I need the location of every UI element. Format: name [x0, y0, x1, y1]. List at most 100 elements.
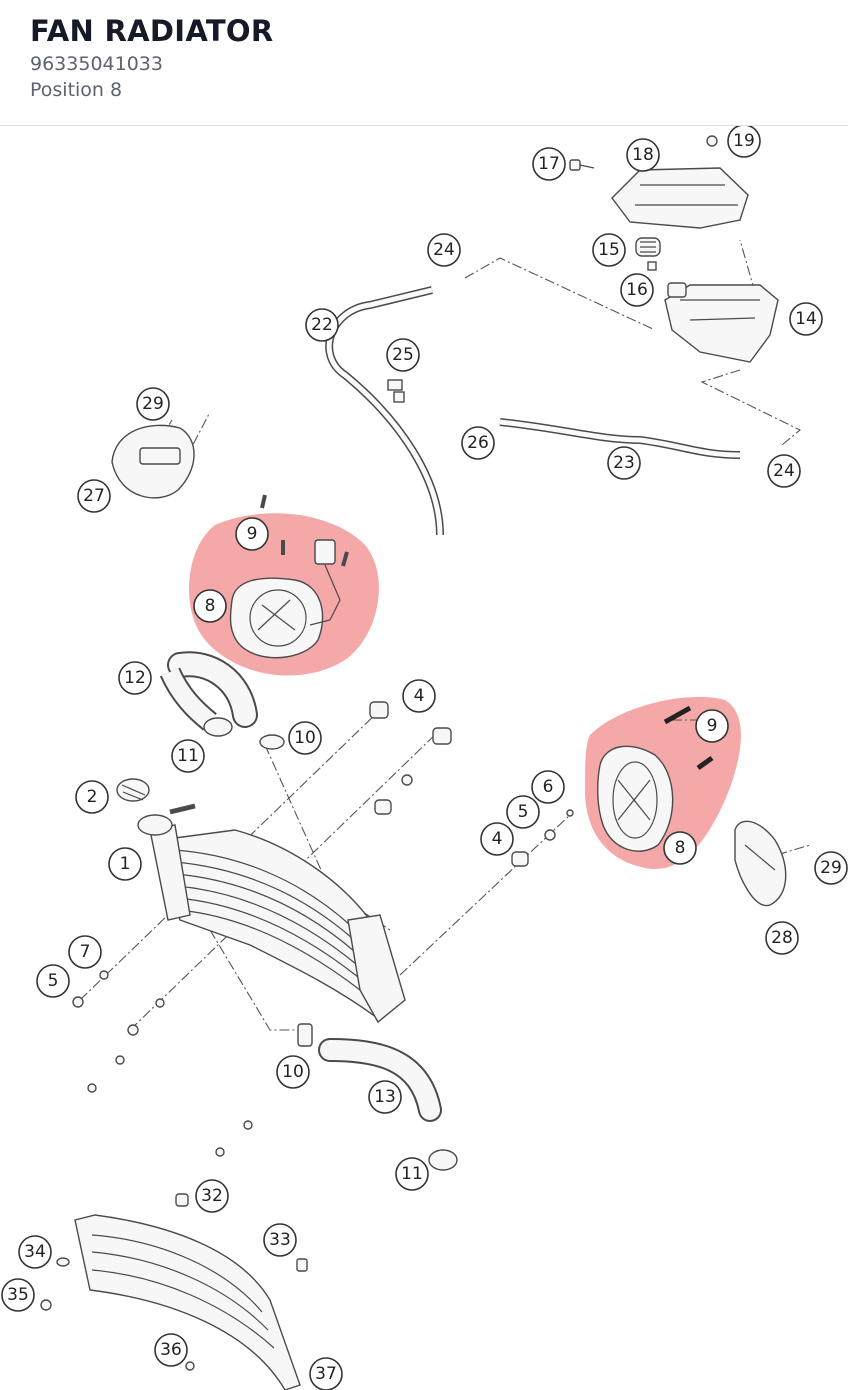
radiator-guard-grille — [40, 1193, 308, 1390]
svg-text:1: 1 — [120, 854, 131, 874]
callout-10b[interactable]: 10 — [276, 1055, 310, 1089]
callout-35[interactable]: 35 — [1, 1278, 35, 1312]
callout-10a[interactable]: 10 — [288, 721, 322, 755]
fan-screws-left — [260, 494, 349, 567]
callout-29b[interactable]: 29 — [814, 851, 848, 885]
callout-2[interactable]: 2 — [75, 780, 109, 814]
position-label: Position 8 — [30, 79, 123, 101]
svg-text:19: 19 — [733, 131, 755, 151]
callout-29a[interactable]: 29 — [136, 387, 170, 421]
svg-text:4: 4 — [414, 686, 425, 706]
callout-24b[interactable]: 24 — [767, 454, 801, 488]
callout-1[interactable]: 1 — [108, 847, 142, 881]
callout-14[interactable]: 14 — [789, 302, 823, 336]
callout-8b[interactable]: 8 — [663, 831, 697, 865]
callout-34[interactable]: 34 — [18, 1235, 52, 1269]
callout-18[interactable]: 18 — [626, 138, 660, 172]
hose-clip-10-lower — [297, 1023, 313, 1047]
svg-text:28: 28 — [771, 928, 793, 948]
svg-text:33: 33 — [269, 1230, 291, 1250]
callout-11a[interactable]: 11 — [171, 739, 205, 773]
callout-33[interactable]: 33 — [263, 1223, 297, 1257]
callout-15[interactable]: 15 — [592, 233, 626, 267]
callout-26[interactable]: 26 — [461, 426, 495, 460]
svg-text:4: 4 — [492, 829, 503, 849]
svg-text:34: 34 — [24, 1242, 46, 1262]
callout-4b[interactable]: 4 — [480, 822, 514, 856]
callout-37[interactable]: 37 — [309, 1357, 343, 1390]
callout-16[interactable]: 16 — [620, 273, 654, 307]
svg-text:9: 9 — [707, 716, 718, 736]
svg-text:16: 16 — [626, 280, 648, 300]
callout-5a[interactable]: 5 — [506, 795, 540, 829]
bolt-17 — [569, 159, 595, 171]
svg-text:11: 11 — [401, 1164, 423, 1184]
fan-cover-right — [734, 820, 787, 907]
callout-5b[interactable]: 5 — [36, 964, 70, 998]
svg-text:37: 37 — [315, 1364, 337, 1384]
fan-screws-right — [663, 705, 714, 771]
radiator-cap — [116, 778, 150, 802]
svg-text:29: 29 — [820, 858, 842, 878]
callout-7[interactable]: 7 — [68, 935, 102, 969]
svg-text:36: 36 — [160, 1340, 182, 1360]
callout-8a[interactable]: 8 — [193, 589, 227, 623]
callout-13[interactable]: 13 — [368, 1080, 402, 1114]
hose-clip-25 — [387, 379, 405, 403]
svg-text:8: 8 — [205, 596, 216, 616]
tank-cap — [635, 237, 661, 271]
svg-text:7: 7 — [80, 942, 91, 962]
svg-text:13: 13 — [374, 1087, 396, 1107]
lower-hose — [318, 1038, 442, 1122]
fan-motor-right[interactable] — [597, 745, 674, 852]
svg-text:25: 25 — [392, 345, 414, 365]
svg-text:9: 9 — [247, 524, 258, 544]
callout-25[interactable]: 25 — [386, 338, 420, 372]
hose-clamp-11-upper — [203, 717, 233, 737]
callout-11b[interactable]: 11 — [395, 1157, 429, 1191]
callout-28[interactable]: 28 — [765, 921, 799, 955]
part-number: 96335041033 — [30, 53, 163, 75]
hose-clip-10-upper — [259, 734, 285, 750]
svg-text:27: 27 — [83, 486, 105, 506]
callout-9b[interactable]: 9 — [695, 709, 729, 743]
callout-6[interactable]: 6 — [531, 770, 565, 804]
callout-12[interactable]: 12 — [118, 661, 152, 695]
callout-32[interactable]: 32 — [195, 1179, 229, 1213]
callout-17[interactable]: 17 — [532, 147, 566, 181]
fan-cover-left — [111, 424, 195, 499]
svg-text:35: 35 — [7, 1285, 29, 1305]
mount-bushings — [369, 701, 574, 867]
callout-19[interactable]: 19 — [727, 126, 761, 158]
callout-23[interactable]: 23 — [607, 446, 641, 480]
svg-text:2: 2 — [87, 787, 98, 807]
washers-and-nuts — [72, 970, 253, 1157]
svg-text:17: 17 — [538, 154, 560, 174]
expansion-tank — [664, 282, 779, 363]
svg-text:5: 5 — [48, 971, 59, 991]
svg-text:22: 22 — [311, 315, 333, 335]
svg-text:10: 10 — [294, 728, 316, 748]
page-title: FAN RADIATOR — [30, 14, 274, 48]
callout-36[interactable]: 36 — [154, 1333, 188, 1367]
svg-text:32: 32 — [201, 1186, 223, 1206]
hose-clamp-11-lower — [428, 1149, 458, 1171]
upper-hose — [159, 651, 258, 731]
callout-4a[interactable]: 4 — [402, 679, 436, 713]
svg-text:5: 5 — [518, 802, 529, 822]
callout-9a[interactable]: 9 — [235, 517, 269, 551]
callout-22[interactable]: 22 — [305, 308, 339, 342]
radiator — [137, 803, 406, 1024]
svg-text:6: 6 — [543, 777, 554, 797]
svg-text:10: 10 — [282, 1062, 304, 1082]
svg-text:8: 8 — [675, 838, 686, 858]
callout-24a[interactable]: 24 — [427, 233, 461, 267]
svg-text:23: 23 — [613, 453, 635, 473]
fan-motor-left[interactable] — [229, 539, 341, 659]
svg-text:24: 24 — [433, 240, 455, 260]
svg-text:14: 14 — [795, 309, 817, 329]
header: FAN RADIATOR 96335041033 Position 8 — [0, 0, 848, 126]
callout-27[interactable]: 27 — [77, 479, 111, 513]
exploded-parts-diagram: 17 18 19 24 15 16 14 22 25 29 26 23 24 2… — [1, 126, 848, 1390]
callout-labels: 17 18 19 24 15 16 14 22 25 29 26 23 24 2… — [1, 126, 848, 1390]
